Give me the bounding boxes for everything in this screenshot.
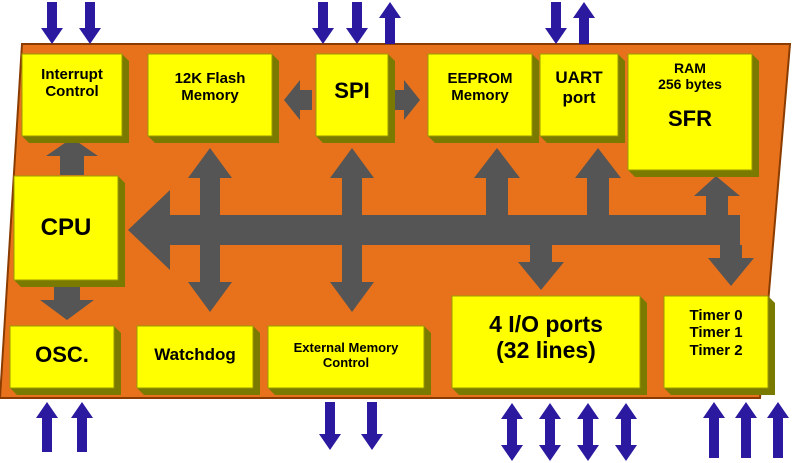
spi-left-arrow-icon — [284, 80, 312, 120]
pin-arrow-up-icon — [573, 2, 595, 44]
bus-spi-extmem-arrow-icon — [330, 148, 374, 312]
pin-arrow-bidirectional-icon — [577, 403, 599, 461]
bus-flash-arrow-icon — [188, 148, 232, 312]
io-ports-block — [451, 295, 647, 395]
spi-block — [315, 53, 395, 143]
pin-arrow-up-icon — [71, 402, 93, 452]
bus-uart-arrow-icon — [575, 148, 621, 215]
uart-port-block-face — [539, 53, 619, 137]
interrupt-control-block — [21, 53, 129, 143]
ram-sfr-block-face — [627, 53, 753, 171]
pin-arrow-down-icon — [545, 2, 567, 44]
io-pins — [36, 2, 789, 461]
pin-arrow-bidirectional-icon — [501, 403, 523, 461]
spi-block-face — [315, 53, 389, 137]
osc-block-face — [9, 325, 115, 389]
bus-main-arrow-icon — [128, 190, 740, 270]
eeprom-memory-block — [427, 53, 539, 143]
pin-arrow-up-icon — [703, 402, 725, 458]
watchdog-block-face — [136, 325, 254, 389]
eeprom-memory-block-face — [427, 53, 533, 137]
pin-arrow-down-icon — [41, 2, 63, 44]
pin-arrow-down-icon — [79, 2, 101, 44]
cpu-block-face — [13, 175, 119, 281]
external-memory-control-block — [267, 325, 431, 395]
osc-block — [9, 325, 121, 395]
flash-memory-block — [147, 53, 279, 143]
uart-port-block — [539, 53, 625, 143]
interrupt-control-block-face — [21, 53, 123, 137]
pin-arrow-up-icon — [36, 402, 58, 452]
external-memory-control-block-face — [267, 325, 425, 389]
pin-arrow-down-icon — [361, 402, 383, 450]
flash-memory-block-face — [147, 53, 273, 137]
pin-arrow-down-icon — [319, 402, 341, 450]
ram-sfr-block — [627, 53, 759, 177]
bus-io-arrow-icon — [518, 245, 564, 290]
io-ports-block-face — [451, 295, 641, 389]
pin-arrow-up-icon — [379, 2, 401, 44]
bus-interrupt-arrow-icon — [46, 138, 98, 175]
pin-arrow-bidirectional-icon — [615, 403, 637, 461]
pin-arrow-up-icon — [767, 402, 789, 458]
cpu-block — [13, 175, 125, 287]
pin-arrow-down-icon — [312, 2, 334, 44]
pin-arrow-bidirectional-icon — [539, 403, 561, 461]
internal-bus — [40, 80, 754, 320]
timers-block-face — [663, 295, 769, 389]
pin-arrow-down-icon — [346, 2, 368, 44]
bus-eeprom-arrow-icon — [474, 148, 520, 215]
bus-timers-arrow-icon — [708, 245, 754, 286]
bus-ram-arrow-icon — [694, 176, 740, 215]
bus-osc-arrow-icon — [40, 283, 94, 320]
watchdog-block — [136, 325, 260, 395]
pin-arrow-up-icon — [735, 402, 757, 458]
timers-block — [663, 295, 775, 395]
spi-right-arrow-icon — [392, 80, 420, 120]
